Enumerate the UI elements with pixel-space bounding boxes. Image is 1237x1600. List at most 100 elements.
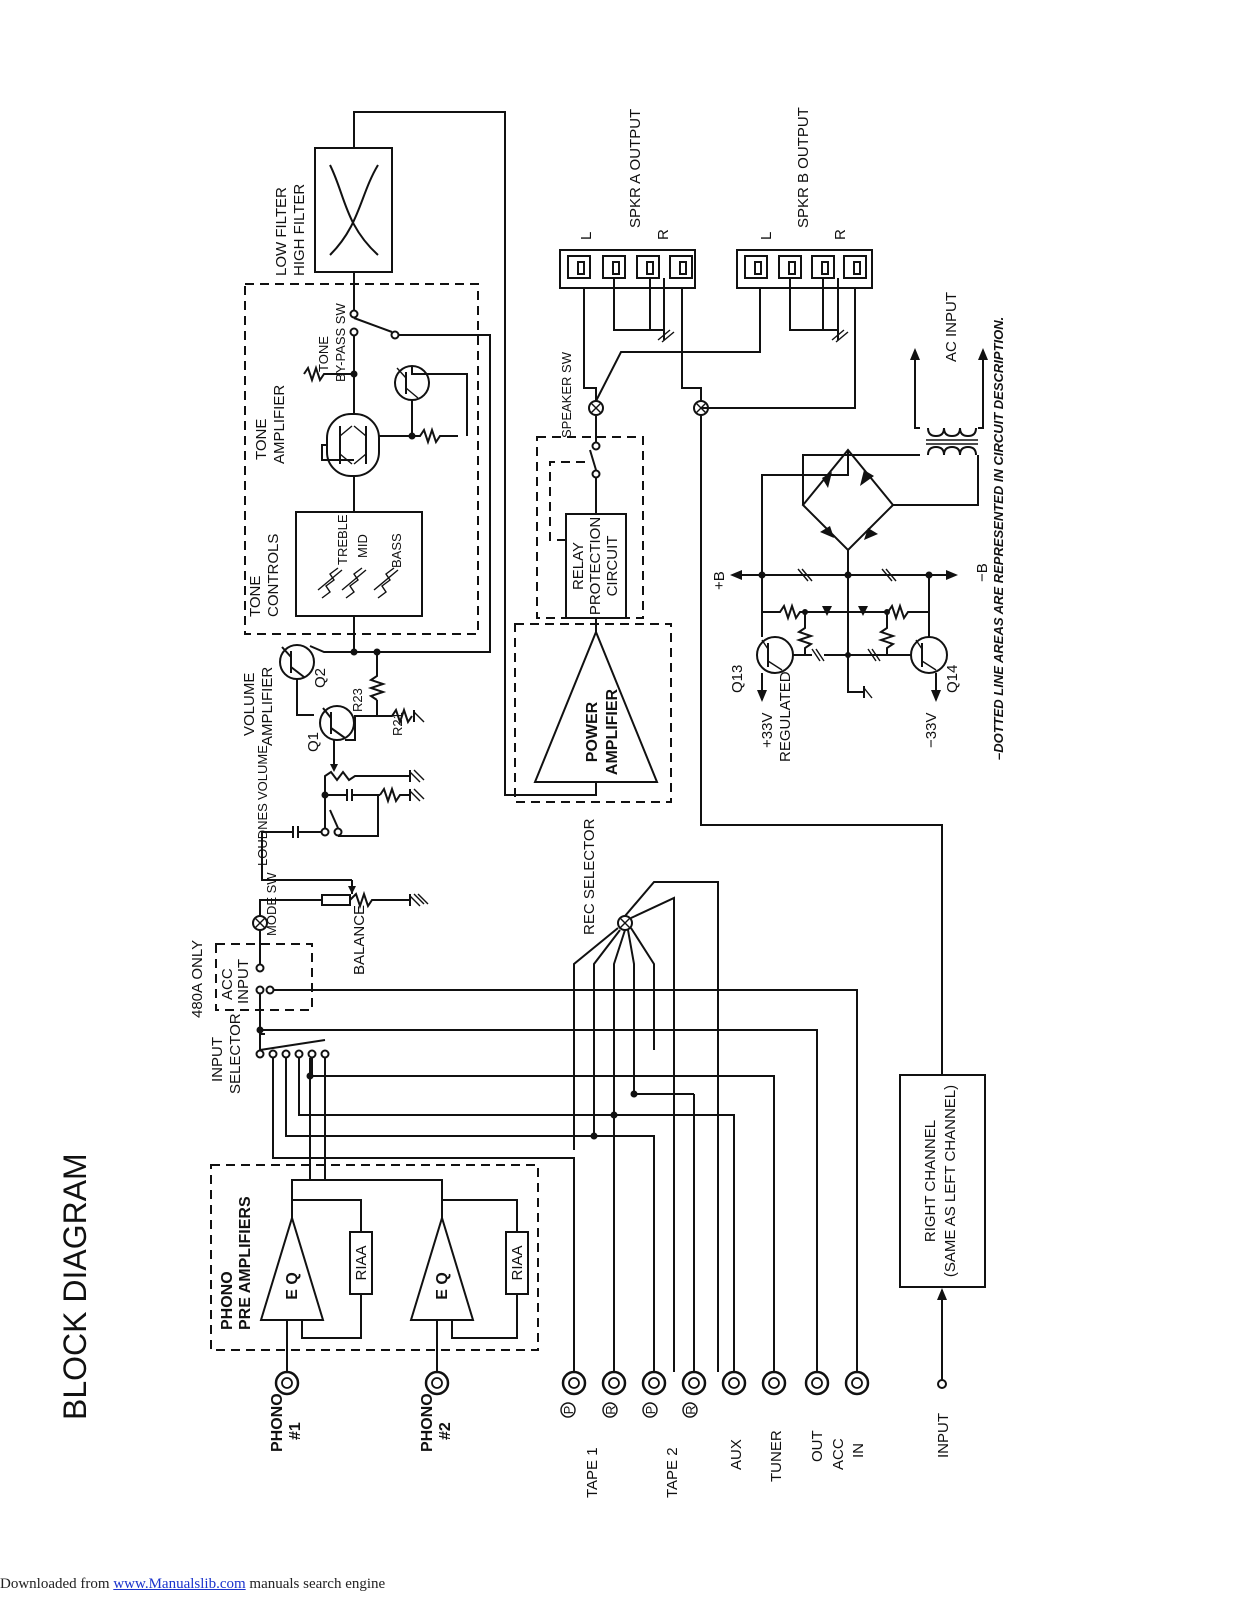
treble-label: TREBLE (335, 514, 350, 565)
q13-label: Q13 (729, 665, 746, 693)
relay-dashed-area (536, 436, 644, 619)
eq2-feedback-top (441, 1199, 518, 1232)
eq-1-label: E Q (284, 1272, 301, 1300)
balance-label: BALANCE (351, 905, 368, 975)
footer-suffix: manuals search engine (245, 1576, 386, 1592)
right-input-label: INPUT (935, 1413, 952, 1458)
eq1-feedback-top (291, 1199, 362, 1232)
tape1-play-line (272, 1058, 575, 1372)
480a-only-label: 480A ONLY (189, 940, 206, 1018)
tape2-rec-jack (681, 1370, 707, 1396)
minus-b-label: −B (974, 563, 991, 582)
tape2-play-line (285, 1058, 655, 1372)
riaa-1-label: RIAA (353, 1245, 370, 1280)
ground-balance (409, 893, 429, 907)
svg-text:P: P (561, 1406, 576, 1415)
bass-label: BASS (389, 533, 404, 568)
tone-dashed-area (244, 283, 479, 635)
tone-amp-transistor-pair (326, 413, 380, 477)
spkr-b-l-label: L (758, 232, 775, 240)
tape1-p-marker: P (560, 1402, 576, 1418)
tape1-rec-jack (601, 1370, 627, 1396)
diagram-title: BLOCK DIAGRAM (57, 1153, 93, 1420)
bass-control (377, 567, 395, 599)
power-amp-dashed-area (514, 623, 672, 803)
filter-label-1: LOW FILTER (273, 187, 290, 276)
mid-control (345, 567, 363, 599)
tone-bypass-label-1: TONE (316, 336, 331, 372)
input-selector-label-2: SELECTOR (227, 1013, 244, 1094)
acc-input-label-1: ACC (219, 968, 236, 1000)
riaa-2-label: RIAA (509, 1245, 526, 1280)
acc-out-line (260, 1029, 818, 1372)
tape2-label: TAPE 2 (664, 1447, 681, 1498)
acc-label: ACC (830, 1438, 847, 1470)
tape2-play-jack (641, 1370, 667, 1396)
filter-curve (329, 164, 379, 256)
right-channel-box (899, 1074, 986, 1288)
mid-label: MID (355, 534, 370, 558)
q14-label: Q14 (944, 665, 961, 693)
acc-in-jack (844, 1370, 870, 1396)
spkr-b-r-label: R (832, 229, 849, 240)
ground-spkr-b (831, 329, 849, 343)
spkr-a-output-label: SPKR A OUTPUT (627, 109, 644, 228)
r23-label: R23 (350, 688, 365, 712)
tuner-label: TUNER (768, 1430, 785, 1482)
relay-label-2: PROTECTION (587, 517, 604, 615)
filter-label-2: HIGH FILTER (291, 184, 308, 276)
ground-r21 (413, 710, 425, 723)
acc-in-line (270, 989, 858, 1372)
footer-prefix: Downloaded from (0, 1576, 114, 1592)
aux-label: AUX (728, 1439, 745, 1470)
q13-transistor (756, 636, 794, 674)
tape1-label: TAPE 1 (584, 1447, 601, 1498)
q2-label: Q2 (312, 668, 329, 688)
q1-label: Q1 (305, 732, 322, 752)
aux-jack (721, 1370, 747, 1396)
speaker-sw-label: SPEAKER SW (559, 351, 574, 438)
spkr-a-l-label: L (578, 232, 595, 240)
power-amp-label-2: AMPLIFIER (604, 688, 621, 775)
right-channel-label-2: (SAME AS LEFT CHANNEL) (942, 1085, 959, 1277)
phono1-number: #1 (287, 1422, 304, 1440)
phono-preamp-dashed-area (210, 1164, 539, 1351)
volume-amp-label-2: AMPLIFIER (259, 667, 276, 746)
phono1-jack (274, 1370, 300, 1396)
r21-label: R21 (390, 712, 405, 736)
right-channel-label-1: RIGHT CHANNEL (922, 1120, 939, 1242)
treble-control (321, 567, 339, 599)
ground-volume (409, 769, 425, 783)
spkr-a-r-label: R (655, 229, 672, 240)
svg-text:R: R (603, 1405, 618, 1414)
phono-preamp-label-2: PRE AMPLIFIERS (237, 1196, 254, 1330)
tone-amp-label-2: AMPLIFIER (271, 385, 288, 464)
tuner-line (311, 1058, 775, 1372)
relay-label-3: CIRCUIT (604, 536, 621, 597)
svg-text:R: R (683, 1405, 698, 1414)
tone-controls-label-1: TONE (247, 576, 264, 617)
eq2-feedback-bottom (451, 1294, 518, 1339)
phono1-label: PHONO (269, 1393, 286, 1452)
rec-selector-switch (617, 915, 633, 931)
input-selector-label-1: INPUT (209, 1037, 226, 1082)
tone-bypass-label-2: BY-PASS SW (333, 303, 348, 382)
aux-line (298, 1058, 735, 1372)
phono2-number: #2 (437, 1422, 454, 1440)
power-transformer (926, 427, 978, 456)
plus-b-label: +B (711, 571, 728, 590)
footer-link[interactable]: www.Manualslib.com (113, 1576, 246, 1592)
speaker-a-switch (588, 400, 604, 416)
tone-controls-label-2: CONTROLS (265, 534, 282, 617)
volume-amp-label-1: VOLUME (241, 673, 258, 736)
ground-spkr-a (657, 329, 675, 343)
loudness-label: LOUDNES (255, 803, 270, 866)
spkr-b-output-label: SPKR B OUTPUT (795, 107, 812, 228)
acc-out-jack (804, 1370, 830, 1396)
svg-text:P: P (643, 1406, 658, 1415)
ground-regulator (863, 686, 873, 699)
right-channel-feed (700, 415, 943, 1075)
low-high-filter-box (314, 147, 393, 273)
tape1-play-jack (561, 1370, 587, 1396)
